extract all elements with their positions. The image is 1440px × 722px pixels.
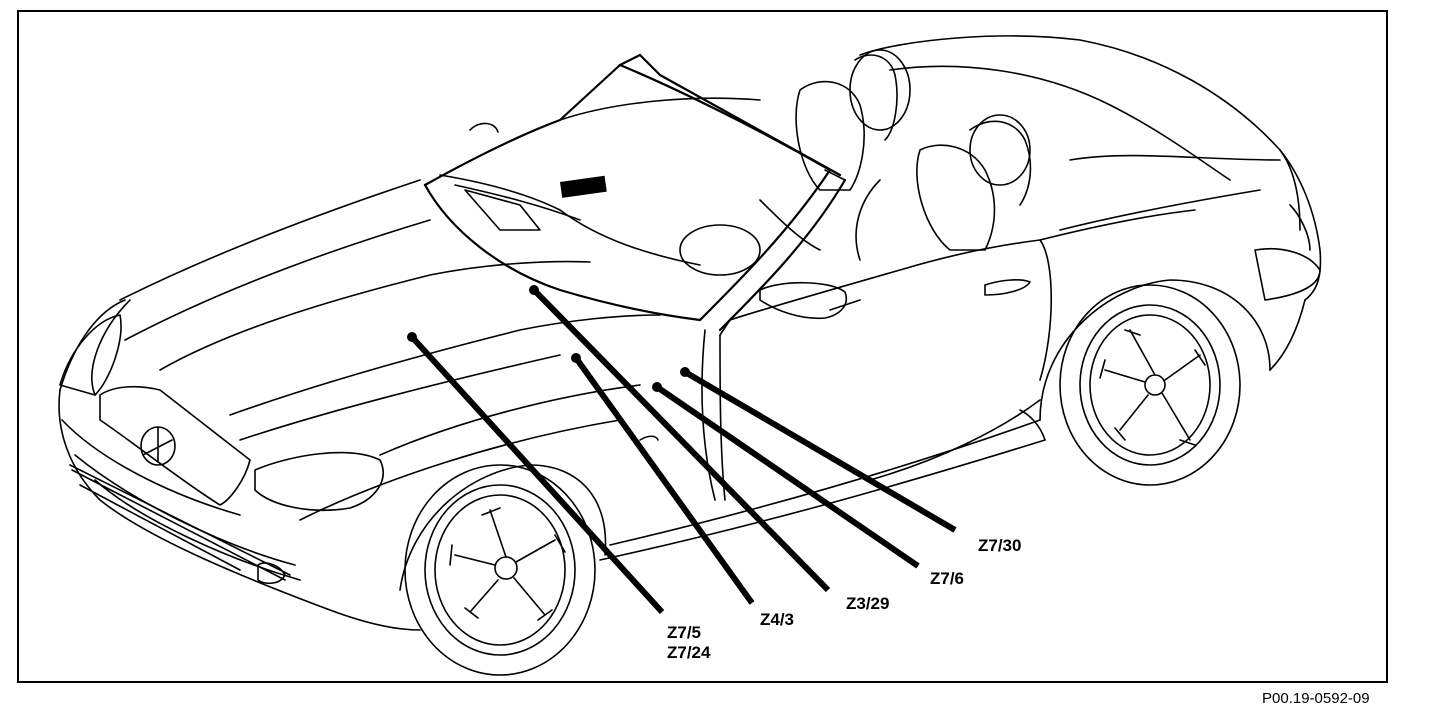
callout-label-z7-5: Z7/5: [667, 623, 702, 642]
leader-line-z4-3: [573, 356, 755, 605]
callout-label-z3-29: Z3/29: [846, 594, 890, 613]
diagram-frame: [17, 10, 1388, 683]
leader-lines: [407, 285, 957, 615]
callout-label-z7-6: Z7/6: [930, 569, 965, 588]
callout-dot-z7-6: [652, 382, 662, 392]
leader-line-z3-29: [531, 287, 831, 593]
car-body-outline: [58, 35, 1322, 676]
callout-dot-z7-5: [407, 332, 417, 342]
figure-id: P00.19-0592-09: [1262, 690, 1370, 707]
leader-line-z7-30: [683, 369, 957, 533]
callout-label-z7-30: Z7/30: [978, 536, 1022, 555]
leader-line-z7-6: [655, 384, 920, 569]
callout-dot-z4-3: [571, 353, 581, 363]
callout-dot-z7-30: [680, 367, 690, 377]
leader-line-z7-5-body: [409, 334, 665, 615]
callout-label-z7-24: Z7/24: [667, 643, 711, 662]
callout-dot-z3-29: [529, 285, 539, 295]
callout-label-z4-3: Z4/3: [760, 610, 795, 629]
